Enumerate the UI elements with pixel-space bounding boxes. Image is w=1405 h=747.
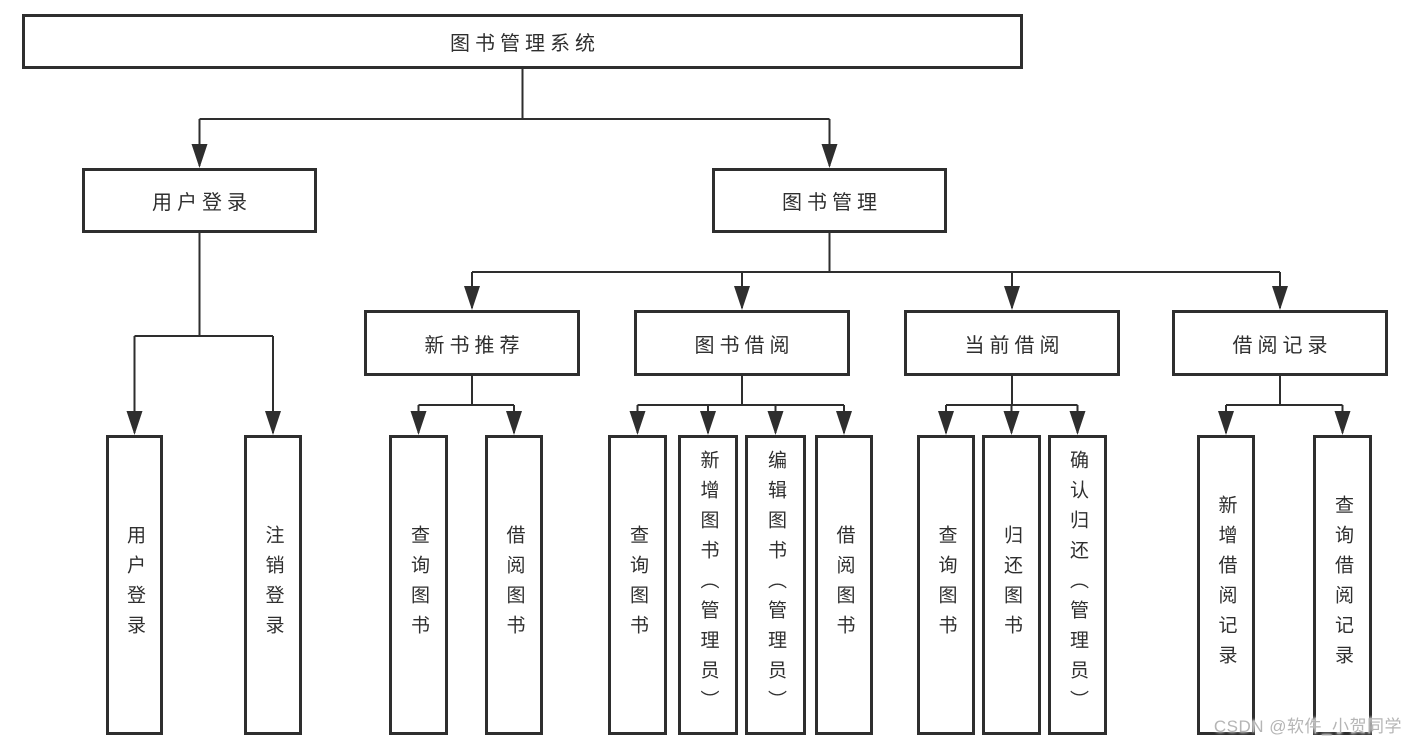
node-label: 图书管理 [782,192,882,214]
node-library-management-system: 图书管理系统 [22,14,1023,69]
leaf-label: 归还图书 [1001,525,1022,645]
node-borrowing-records: 借阅记录 [1172,310,1388,376]
leaf-edit-books-admin: 编辑图书（管理员） [745,435,806,735]
leaf-label: 新增借阅记录 [1215,495,1237,675]
leaf-search-books-borrow: 查询图书 [608,435,667,735]
leaf-search-books-current: 查询图书 [917,435,975,735]
leaf-label: 用户登录 [124,525,145,645]
leaf-add-borrow-record: 新增借阅记录 [1197,435,1255,735]
leaf-label: 新增图书（管理员） [697,450,719,720]
node-label: 当前借阅 [964,334,1065,357]
leaf-label: 查询图书 [408,525,429,645]
leaf-label: 借阅图书 [833,525,855,645]
leaf-label: 查询借阅记录 [1332,495,1353,675]
node-book-management: 图书管理 [712,168,947,233]
leaf-borrow-books-recommend: 借阅图书 [485,435,543,735]
node-label: 用户登录 [152,192,252,214]
leaf-label: 查询图书 [627,525,648,645]
leaf-add-books-admin: 新增图书（管理员） [678,435,738,735]
node-current-borrowing: 当前借阅 [904,310,1120,376]
leaf-confirm-return-admin: 确认归还（管理员） [1048,435,1107,735]
leaf-label: 注销登录 [262,525,284,645]
csdn-watermark: CSDN @软件_小贺同学 [1213,717,1402,736]
leaf-user-login: 用户登录 [106,435,163,735]
node-new-book-recommend: 新书推荐 [364,310,580,376]
leaf-label: 查询图书 [935,525,957,645]
node-book-borrowing: 图书借阅 [634,310,850,376]
leaf-search-books-recommend: 查询图书 [389,435,448,735]
node-label: 图书借阅 [694,334,795,357]
leaf-search-borrow-record: 查询借阅记录 [1313,435,1372,735]
leaf-logout: 注销登录 [244,435,302,735]
connector-arrows [126,119,1351,435]
node-label: 新书推荐 [424,334,525,357]
leaf-borrow-books: 借阅图书 [815,435,873,735]
leaf-label: 确认归还（管理员） [1067,450,1088,720]
leaf-label: 编辑图书（管理员） [765,450,786,720]
leaf-label: 借阅图书 [503,525,525,645]
node-user-login: 用户登录 [82,168,317,233]
node-label: 图书管理系统 [450,33,600,55]
node-label: 借阅记录 [1232,334,1333,357]
leaf-return-books: 归还图书 [982,435,1041,735]
